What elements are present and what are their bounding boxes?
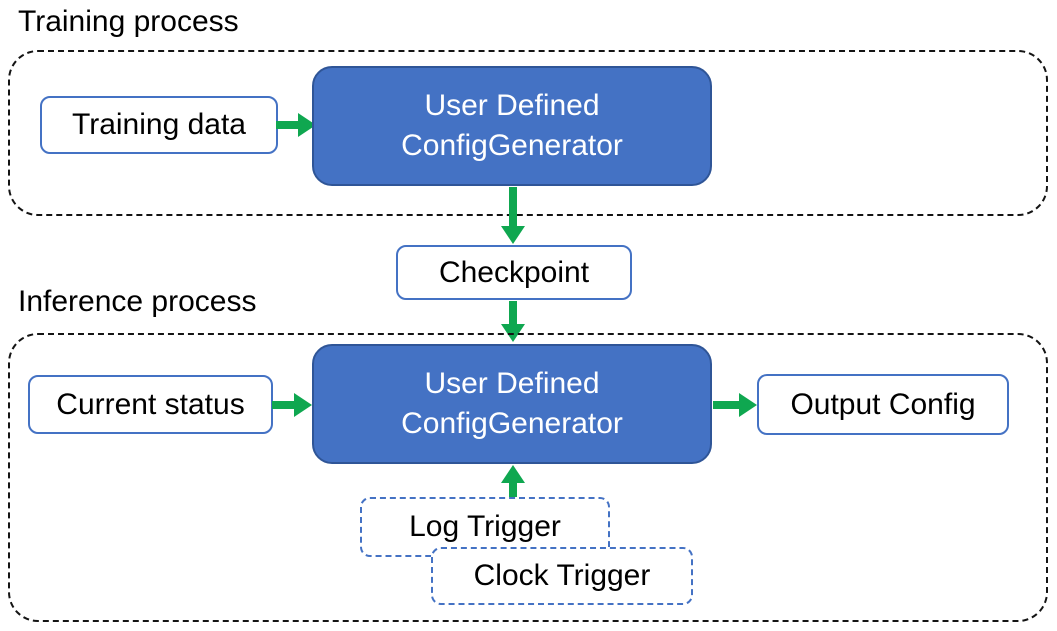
training-data-node: Training data <box>40 96 278 154</box>
current-status-node: Current status <box>28 375 273 434</box>
generator-training-label-line2: ConfigGenerator <box>401 129 623 162</box>
inference-section-label: Inference process <box>18 285 257 318</box>
training-section-label: Training process <box>18 5 239 38</box>
clock-trigger-node: Clock Trigger <box>431 547 693 605</box>
generator-inference-label-line1: User Defined <box>424 367 600 400</box>
generator-training-label-line1: User Defined <box>424 89 600 122</box>
generator-training-node: User Defined ConfigGenerator <box>312 66 712 186</box>
inference-process-container <box>8 333 1048 622</box>
training-process-container <box>8 50 1048 216</box>
checkpoint-node: Checkpoint <box>396 245 632 300</box>
generator-inference-label-line2: ConfigGenerator <box>401 407 623 440</box>
generator-inference-node: User Defined ConfigGenerator <box>312 344 712 464</box>
output-config-node: Output Config <box>757 374 1009 435</box>
